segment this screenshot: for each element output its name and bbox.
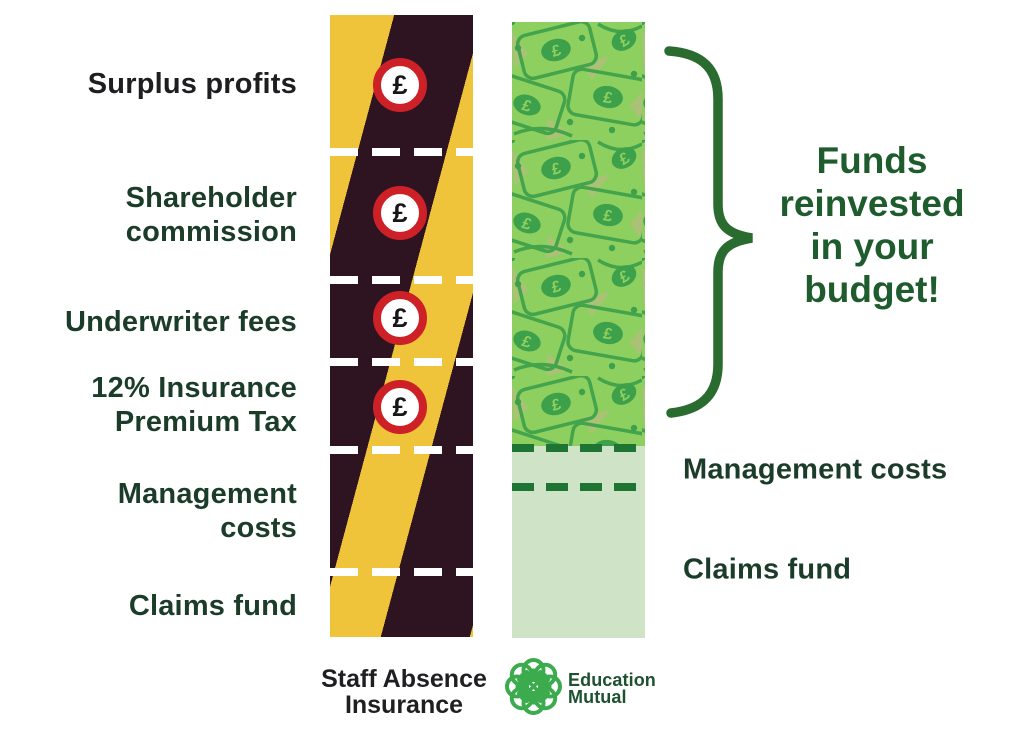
label-claims-fund-right: Claims fund bbox=[683, 553, 852, 586]
divider-dashed-green bbox=[512, 483, 645, 491]
label-education-mutual: Education Mutual bbox=[568, 670, 656, 707]
label-shareholder-commission: Shareholder commission bbox=[125, 182, 297, 248]
pound-symbol: £ bbox=[392, 197, 408, 228]
divider-dashed-green bbox=[512, 444, 645, 452]
divider-dashed-white bbox=[330, 446, 473, 454]
pound-coin-icon: £ bbox=[373, 58, 427, 112]
curly-brace bbox=[664, 46, 753, 418]
label-claims-fund-left: Claims fund bbox=[128, 590, 297, 622]
label-underwriter-fees: Underwriter fees bbox=[64, 306, 297, 338]
pound-symbol: £ bbox=[392, 302, 408, 333]
education-mutual-knot-icon bbox=[505, 658, 562, 715]
divider-dashed-white bbox=[330, 358, 473, 366]
label-management-costs-left: Management costs bbox=[117, 478, 297, 544]
callout-funds-reinvested: Funds reinvested in your budget! bbox=[779, 140, 965, 310]
label-management-costs-right: Management costs bbox=[683, 453, 948, 486]
divider-dashed-white bbox=[330, 276, 473, 284]
label-insurance-premium-tax: 12% Insurance Premium Tax bbox=[91, 372, 297, 438]
label-staff-absence-insurance: Staff Absence Insurance bbox=[321, 665, 487, 719]
pound-coin-icon: £ bbox=[373, 291, 427, 345]
pound-symbol: £ bbox=[392, 391, 408, 422]
education-mutual-bar-claims-section bbox=[512, 446, 645, 638]
education-mutual-bar-money-pattern: £ £ £ £ bbox=[512, 22, 645, 446]
pound-coin-icon: £ bbox=[373, 186, 427, 240]
pound-symbol: £ bbox=[392, 69, 408, 100]
divider-dashed-white bbox=[330, 148, 473, 156]
label-surplus-profits: Surplus profits bbox=[87, 68, 297, 100]
pound-coin-icon: £ bbox=[373, 380, 427, 434]
divider-dashed-white bbox=[330, 568, 473, 576]
